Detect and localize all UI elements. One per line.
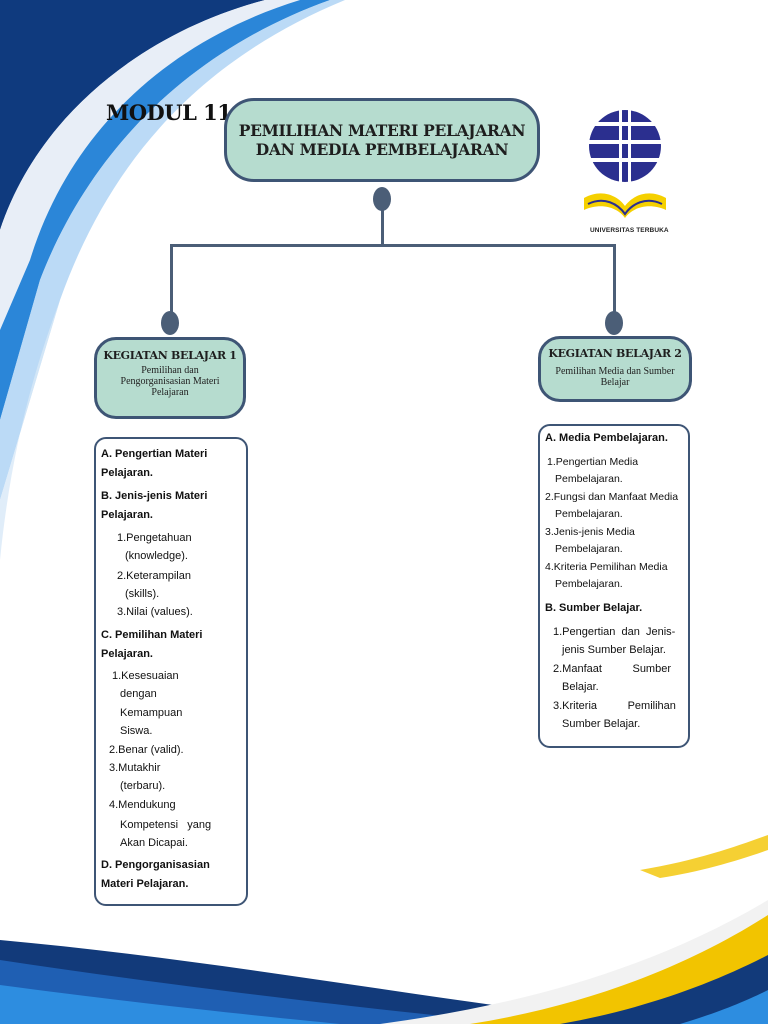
kb2-a-item2-line2: Pembelajaran. [555, 508, 623, 520]
universitas-terbuka-logo-icon [584, 106, 666, 218]
kb2-b-item2-line1: 2.Manfaat Sumber [553, 663, 671, 675]
kb1-c-item1-line2: dengan [120, 688, 157, 700]
kb1-section-d-line2: Materi Pelajaran. [101, 878, 189, 890]
kb2-content-box [538, 424, 690, 748]
kegiatan-belajar-2-node: KEGIATAN BELAJAR 2 Pemilihan Media dan S… [538, 336, 692, 402]
kb1-section-b-line1: B. Jenis-jenis Materi [101, 490, 208, 502]
kb1-c-item1-line3: Kemampuan [120, 707, 183, 719]
kb1-subtitle-line1: Pemilihan dan [141, 365, 199, 376]
kb2-a-item1-line2: Pembelajaran. [555, 473, 623, 485]
kb1-section-d-line1: D. Pengorganisasian [101, 859, 210, 871]
connector-dot-top [373, 187, 391, 211]
connector-line-right [613, 244, 616, 314]
connector-dot-right [605, 311, 623, 335]
logo-caption: UNIVERSITAS TERBUKA [590, 227, 669, 234]
kb2-b-item3-line1: 3.Kriteria Pemilihan [553, 700, 676, 712]
kb2-b-item2-line2: Belajar. [562, 681, 599, 693]
connector-dot-left [161, 311, 179, 335]
connector-line-vertical-top [381, 208, 384, 246]
kb2-subtitle-line1: Pemilihan Media dan Sumber [555, 366, 675, 377]
kb1-subtitle-line2: Pengorganisasian Materi [120, 376, 220, 387]
kb1-b-item2-line1: 2.Keterampilan [117, 570, 191, 582]
kb1-b-item1-line2: (knowledge). [125, 550, 188, 562]
kb1-b-item2-line2: (skills). [125, 588, 160, 600]
kb2-b-item1-line1: 1.Pengertian dan Jenis- [553, 626, 676, 638]
kb1-b-item1-line1: 1.Pengetahuan [117, 532, 192, 544]
main-topic-title-line2: DAN MEDIA PEMBELAJARAN [255, 140, 509, 159]
connector-line-left [170, 244, 173, 314]
main-topic-node: PEMILIHAN MATERI PELAJARAN DAN MEDIA PEM… [224, 98, 540, 182]
kb2-title: KEGIATAN BELAJAR 2 [548, 347, 682, 360]
kb2-a-item2-line1: 2.Fungsi dan Manfaat Media [545, 491, 679, 503]
kb2-a-item4-line2: Pembelajaran. [555, 578, 623, 590]
kb2-a-item3-line1: 3.Jenis-jenis Media [545, 526, 635, 538]
kb1-b-item3: 3.Nilai (values). [117, 606, 193, 618]
kb1-content-box [94, 437, 248, 906]
kb1-c-item2: 2.Benar (valid). [109, 744, 184, 756]
module-label: MODUL 11 [106, 100, 232, 125]
kb1-c-item4-line3: Akan Dicapai. [120, 837, 188, 849]
kb1-c-item3-line1: 3.Mutakhir [109, 762, 161, 774]
kb2-subtitle-line2: Belajar [600, 377, 630, 388]
kb1-section-c-line1: C. Pemilihan Materi [101, 629, 203, 641]
kb2-a-item4-line1: 4.Kriteria Pemilihan Media [545, 561, 668, 573]
kb2-a-item3-line2: Pembelajaran. [555, 543, 623, 555]
kegiatan-belajar-1-node: KEGIATAN BELAJAR 1 Pemilihan dan Pengorg… [94, 337, 246, 419]
kb1-section-a-line1: A. Pengertian Materi [101, 448, 208, 460]
kb1-section-a-line2: Pelajaran. [101, 467, 153, 479]
kb1-c-item1-line4: Siswa. [120, 725, 153, 737]
kb1-section-b-line2: Pelajaran. [101, 509, 153, 521]
kb1-c-item1-line1: 1.Kesesuaian [112, 670, 179, 682]
kb2-section-b: B. Sumber Belajar. [545, 602, 643, 614]
kb2-section-a: A. Media Pembelajaran. [545, 432, 668, 444]
kb2-a-item1-line1: 1.Pengertian Media [547, 456, 639, 468]
kb1-c-item4-line2: Kompetensi yang [120, 819, 212, 831]
kb1-subtitle-line3: Pelajaran [151, 387, 189, 398]
kb1-title: KEGIATAN BELAJAR 1 [103, 349, 237, 362]
kb2-b-item3-line2: Sumber Belajar. [562, 718, 641, 730]
kb1-c-item4-line1: 4.Mendukung [109, 799, 176, 811]
connector-line-horizontal [170, 244, 616, 247]
kb1-section-c-line2: Pelajaran. [101, 648, 153, 660]
kb2-b-item1-line2: jenis Sumber Belajar. [562, 644, 666, 656]
kb1-c-item3-line2: (terbaru). [120, 780, 166, 792]
main-topic-title-line1: PEMILIHAN MATERI PELAJARAN [238, 121, 526, 140]
